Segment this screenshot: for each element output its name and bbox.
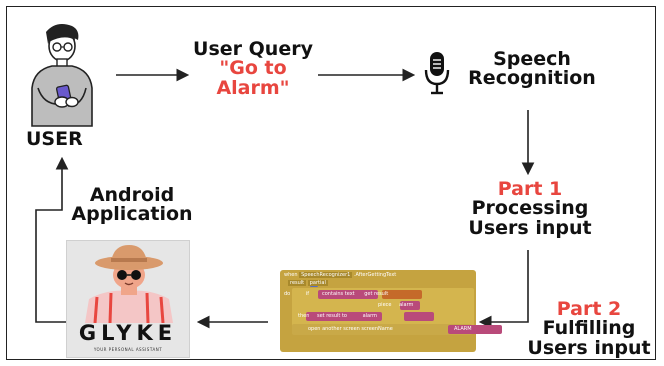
part2-tag: Part 2	[556, 298, 622, 320]
user-query-quote-line2: Alarm"	[216, 76, 290, 99]
android-app-node: Android Application	[70, 184, 194, 226]
code-blocks-shapes	[280, 270, 502, 352]
user-illustration	[31, 24, 93, 127]
speech-line2: Recognition	[468, 67, 596, 90]
block-do: do	[284, 291, 291, 297]
arrow-part1-to-blocks	[478, 250, 529, 329]
part2-line2: Users input	[527, 336, 651, 359]
android-line2: Application	[71, 203, 193, 226]
diagram-frame	[6, 6, 656, 360]
block-set: set	[316, 313, 325, 319]
block-param-partial: partial	[307, 280, 328, 286]
block-alarm-set: alarm	[362, 313, 377, 319]
block-set-result: result	[326, 313, 341, 319]
app-logo-tagline: YOUR PERSONAL ASSISTANT	[93, 347, 163, 352]
assistant-avatar-illustration	[85, 245, 173, 323]
block-if: if	[305, 291, 309, 297]
code-blocks: when SpeechRecognizer1 .AfterGettingText…	[278, 268, 506, 354]
speech-recognition-node: Speech Recognition	[462, 48, 602, 90]
part2-line1: Fulfilling	[542, 317, 636, 340]
part2-node: Part 2 Fulfilling Users input	[520, 298, 658, 359]
user-label: USER	[26, 128, 83, 150]
block-to: to	[341, 313, 347, 319]
part1-node: Part 1 Processing Users input	[448, 178, 612, 239]
block-contains: contains	[322, 291, 344, 297]
block-get: get	[364, 291, 373, 297]
speech-line1: Speech	[493, 48, 571, 70]
user-query-title: User Query	[193, 38, 313, 60]
part1-line2: Users input	[468, 216, 592, 239]
block-param-result: result	[288, 280, 307, 286]
block-event-component: SpeechRecognizer1	[299, 272, 353, 278]
block-alarm-piece: alarm	[399, 302, 414, 308]
user-query-quote-line1: "Go to	[219, 57, 287, 80]
microphone-icon	[424, 52, 450, 95]
block-alarm-caps: ALARM	[454, 326, 472, 332]
block-open-screen: open another screen screenName	[308, 326, 393, 332]
user-query-node: User Query "Go to Alarm"	[190, 38, 316, 99]
app-preview: GLYKE YOUR PERSONAL ASSISTANT	[66, 240, 190, 358]
part1-line1: Processing	[471, 197, 589, 220]
block-then: then	[298, 313, 310, 319]
block-text: text	[344, 291, 355, 297]
block-get-result: result	[374, 291, 389, 297]
block-event-name: .AfterGettingText	[353, 272, 397, 278]
block-event-when: when	[284, 272, 298, 278]
app-logo-name: GLYKE	[78, 321, 178, 345]
android-line1: Android	[89, 184, 175, 206]
arrow-app-to-user	[35, 156, 69, 323]
block-piece: piece	[378, 302, 392, 308]
part1-tag: Part 1	[497, 178, 563, 200]
